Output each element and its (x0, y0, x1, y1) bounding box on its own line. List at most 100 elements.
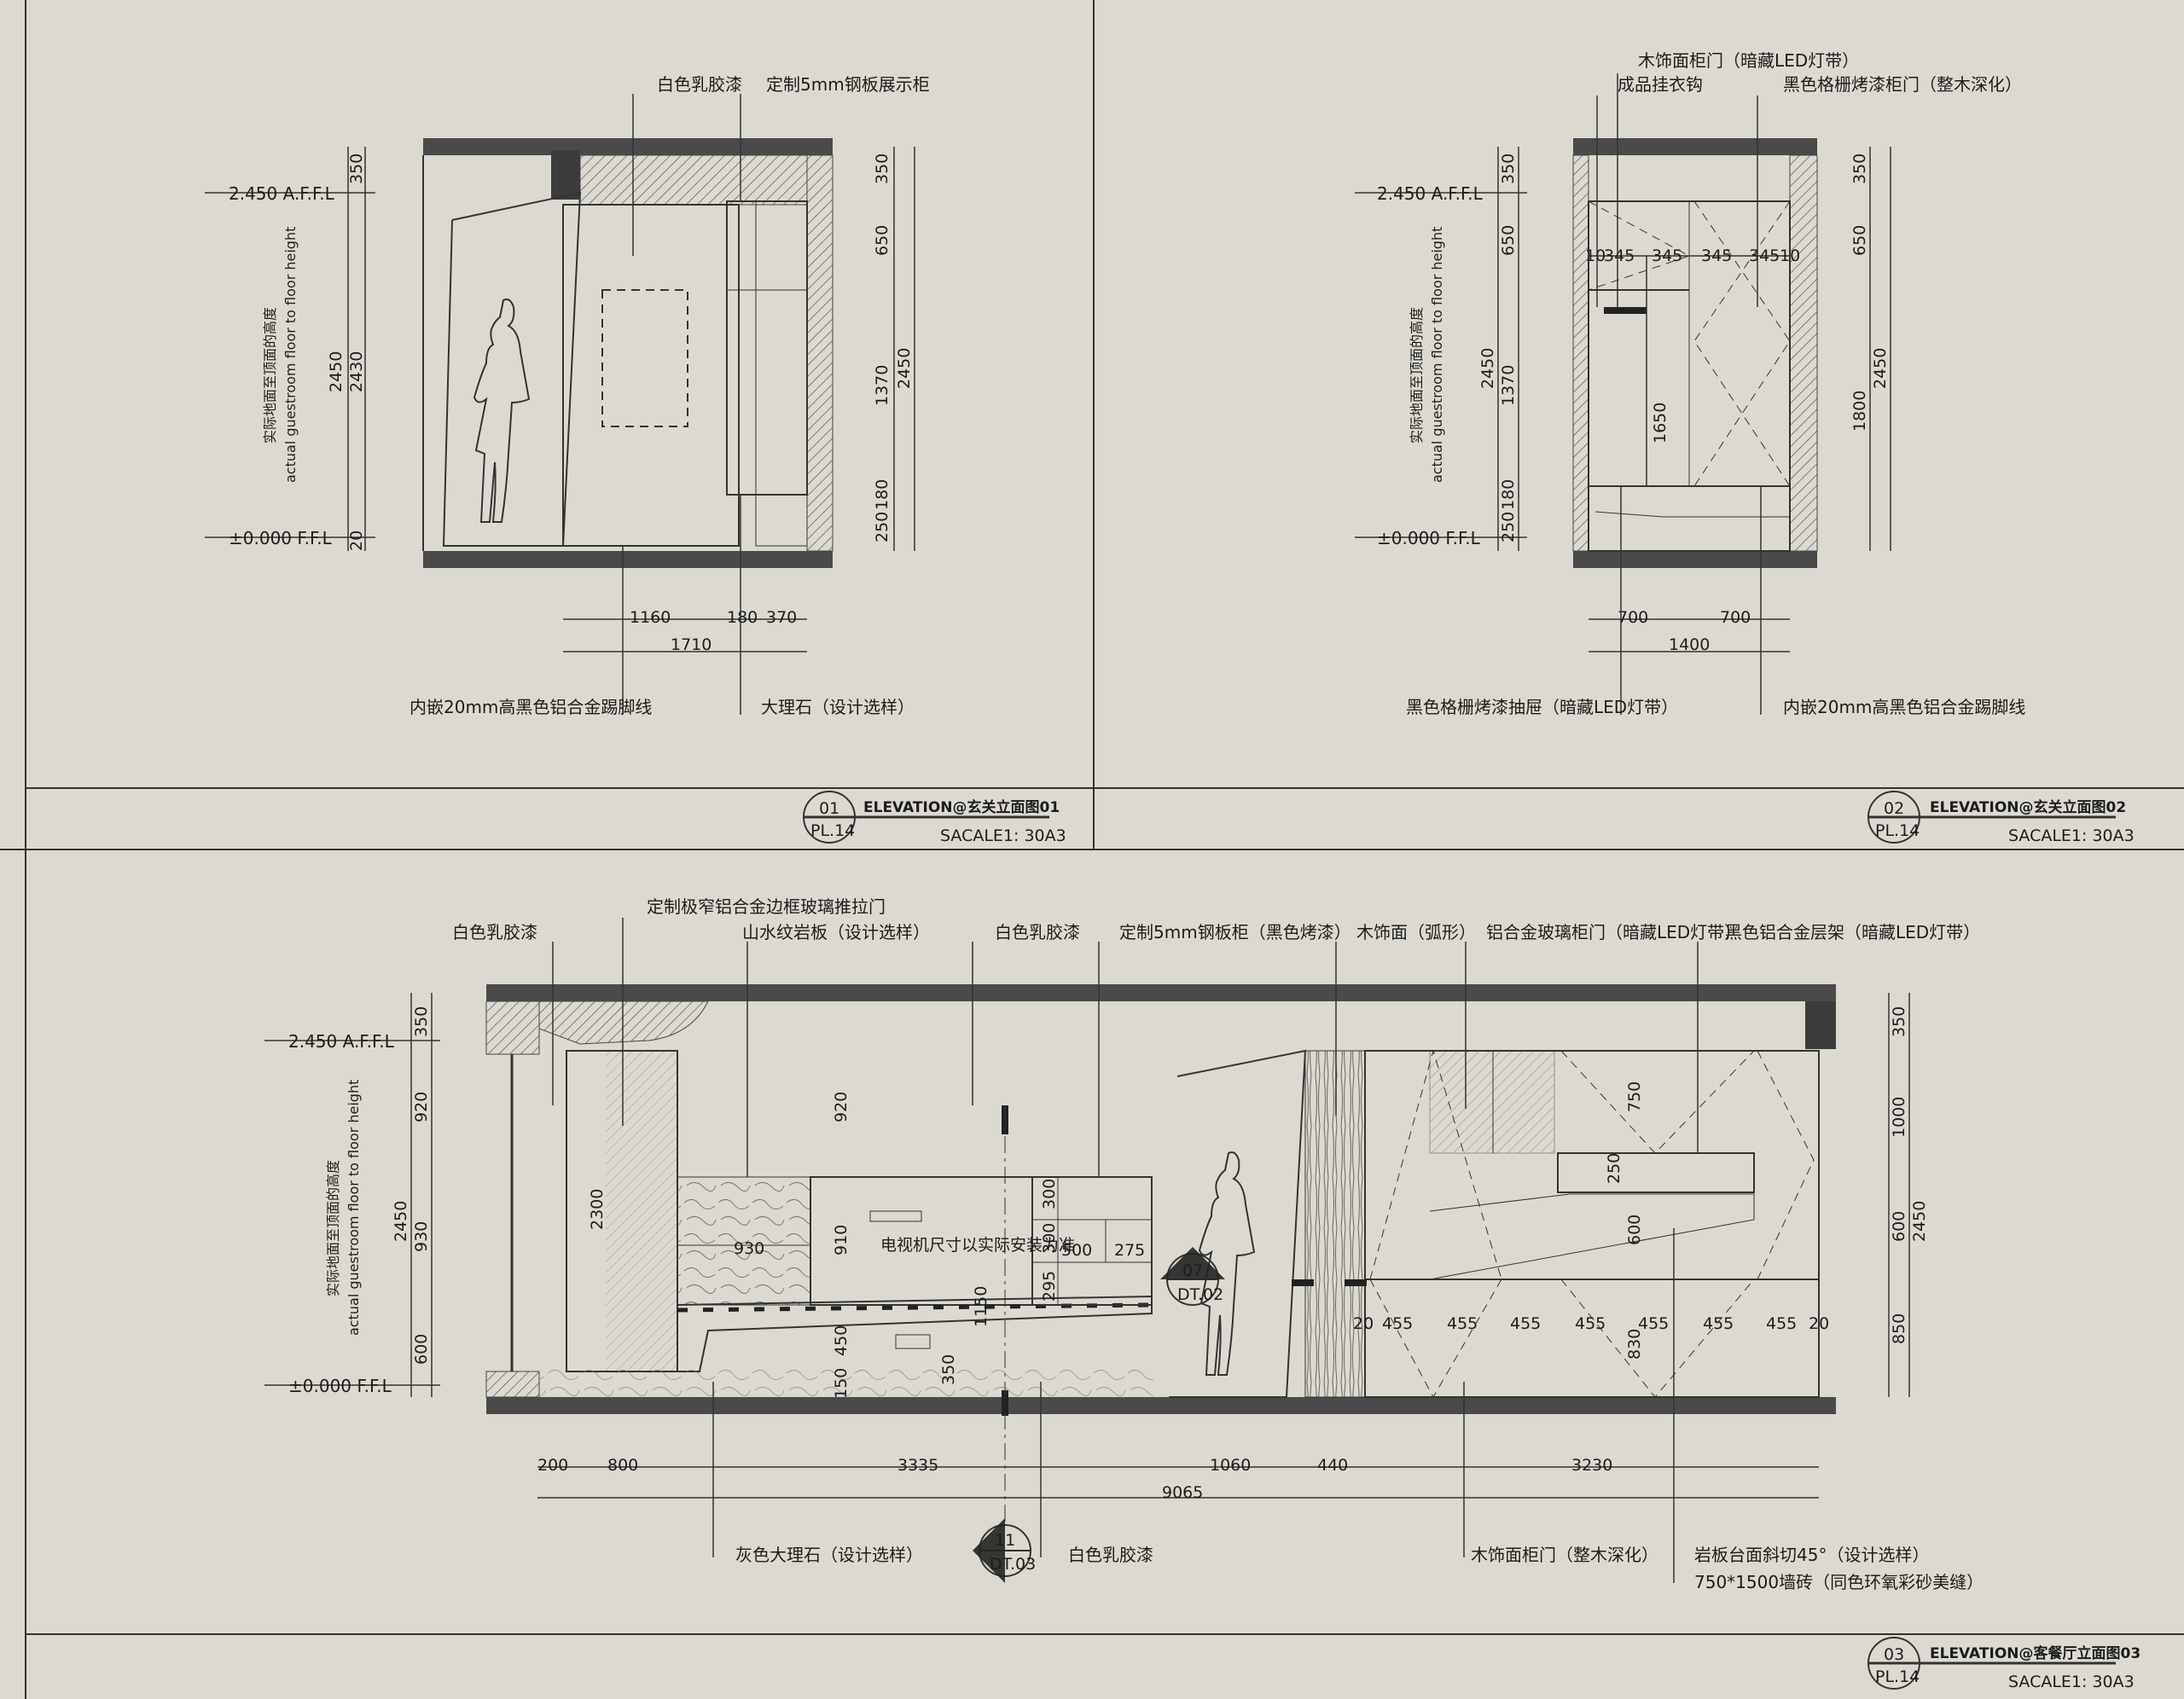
panel03-inner-dim-1: 2300 (588, 1189, 607, 1230)
panel03-bottom-dim-1: 200 (537, 1456, 568, 1475)
panel02-bottom-dim-2: 700 (1720, 608, 1751, 627)
panel02-inner-dim-6: 10 (1780, 246, 1800, 265)
panel03-vertical-note-en: actual guestroom floor to floor height (346, 1080, 362, 1336)
panel03-tv-note: 电视机尺寸以实际安装为准 (880, 1236, 1075, 1255)
panel03-left-dim-5: 2450 (392, 1201, 410, 1242)
panel-02: 2.450 A.F.F.L ±0.000 F.F.L 实际地面至顶面的高度 ac… (1355, 50, 2135, 845)
panel03-inner-dim-12: 500 (1061, 1241, 1092, 1260)
panel02-left-dim-6: 2450 (1478, 348, 1497, 389)
panel03-bottom-dim-4: 1060 (1210, 1456, 1251, 1475)
panel03-inner-dim-2: 920 (832, 1092, 851, 1122)
panel-01: 2.450 A.F.F.L ±0.000 F.F.L 实际地面至顶面的高度 ac… (205, 74, 1066, 845)
panel02-inner-dim-2: 345 (1604, 246, 1635, 265)
panel02-tag-num: 02 (1884, 799, 1904, 818)
panel02-label-top-2: 成品挂衣钩 (1618, 74, 1703, 95)
panel01-right-dim-1: 350 (873, 154, 892, 184)
panel03-inner-dim-3: 930 (734, 1239, 764, 1258)
panel03-level-top: 2.450 A.F.F.L (288, 1031, 395, 1052)
panel01-scale: SACALE1: 30A3 (940, 826, 1066, 845)
panel03-row-dim-2: 455 (1382, 1314, 1413, 1333)
panel03-label-top-8: 黑色铝合金层架（暗藏LED灯带） (1725, 922, 1980, 942)
panel01-tag-num: 01 (819, 799, 839, 818)
panel02-right-dim-3: 1800 (1850, 391, 1869, 432)
panel03-label-bottom-1: 灰色大理石（设计选样） (735, 1545, 923, 1565)
panel03-row-dim-9: 20 (1809, 1314, 1829, 1333)
panel02-left-dim-5: 250 (1499, 512, 1518, 542)
panel03-row-dim-7: 455 (1703, 1314, 1734, 1333)
panel03-row-dim-6: 455 (1638, 1314, 1669, 1333)
panel03-right-dim-2: 1000 (1890, 1097, 1908, 1138)
panel03-detail-tag-1-num: 07 (1182, 1261, 1203, 1280)
panel02-right-dim-1: 350 (1850, 154, 1869, 184)
panel02-inner-dim-4: 345 (1701, 246, 1732, 265)
panel03-title: ELEVATION@客餐厅立面图03 (1930, 1644, 2140, 1662)
panel01-level-bottom: ±0.000 F.F.L (229, 528, 333, 548)
panel03-row-dim-3: 455 (1447, 1314, 1478, 1333)
panel01-vertical-note-en: actual guestroom floor to floor height (282, 227, 299, 483)
panel01-bottom-dim-2: 180 (727, 608, 758, 627)
panel03-inner-dim-15: 250 (1605, 1153, 1623, 1184)
panel03-label-top-2: 白色乳胶漆 (452, 922, 537, 942)
panel03-inner-dim-14: 750 (1625, 1081, 1644, 1112)
panel03-inner-dim-9: 300 (1040, 1179, 1059, 1209)
panel03-label-top-6: 木饰面（弧形） (1356, 922, 1476, 942)
panel01-right-dim-6: 2450 (895, 348, 914, 389)
panel01-label-top-1: 白色乳胶漆 (657, 74, 742, 95)
panel03-detail-tag-1-ref: DT.02 (1177, 1285, 1223, 1304)
panel-03: 07 DT.02 11 DT.03 2.450 A.F.F.L ±0.000 F… (264, 896, 2140, 1691)
panel02-vertical-note-cn: 实际地面至顶面的高度 (1409, 307, 1425, 444)
panel02-label-top-3: 黑色格栅烤漆柜门（整木深化） (1783, 74, 2022, 95)
panel02-right-dim-2: 650 (1850, 225, 1869, 256)
panel02-title: ELEVATION@玄关立面图02 (1930, 798, 2126, 816)
panel01-bottom-dim-3: 370 (766, 608, 797, 627)
panel03-detail-tag-2-ref: DT.03 (990, 1555, 1036, 1574)
panel03-scale: SACALE1: 30A3 (2008, 1673, 2135, 1691)
panel03-label-bottom-2: 白色乳胶漆 (1068, 1545, 1153, 1565)
panel03-detail-tag-2-num: 11 (995, 1531, 1015, 1550)
panel03-inner-dim-5: 450 (832, 1325, 851, 1356)
panel03-inner-dim-6: 150 (832, 1368, 851, 1399)
panel02-bottom-dim-1: 700 (1618, 608, 1648, 627)
panel03-inner-dim-7: 1150 (972, 1286, 990, 1327)
panel01-right-dim-5: 250 (873, 512, 892, 542)
panel03-left-dim-4: 600 (412, 1334, 431, 1365)
panel03-left-dim-2: 920 (412, 1092, 431, 1122)
panel03-bottom-dim-7: 9065 (1162, 1483, 1203, 1502)
panel03-left-dim-3: 930 (412, 1221, 431, 1252)
panel03-tag-num: 03 (1884, 1645, 1904, 1664)
panel03-left-dim-1: 350 (412, 1006, 431, 1037)
panel03-inner-dim-8: 350 (939, 1354, 958, 1385)
panel01-label-bottom-1: 内嵌20mm高黑色铝合金踢脚线 (410, 697, 652, 717)
panel01-tag-sheet: PL.14 (810, 821, 855, 840)
panel01-left-dim-2: 2430 (347, 351, 366, 392)
panel03-row-dim-1: 20 (1353, 1314, 1374, 1333)
panel02-label-bottom-2: 内嵌20mm高黑色铝合金踢脚线 (1783, 697, 2025, 717)
panel03-right-dim-1: 350 (1890, 1006, 1908, 1037)
panel01-vertical-note-cn: 实际地面至顶面的高度 (262, 307, 278, 444)
panel01-label-top-2: 定制5mm钢板展示柜 (766, 74, 930, 95)
panel03-level-bottom: ±0.000 F.F.L (288, 1376, 392, 1396)
panel03-inner-dim-16: 600 (1625, 1215, 1644, 1245)
panel03-label-top-3: 山水纹岩板（设计选样） (742, 922, 930, 942)
panel01-level-top: 2.450 A.F.F.L (229, 183, 335, 204)
panel02-tag-sheet: PL.14 (1875, 821, 1920, 840)
panel01-bottom-dim-1: 1160 (630, 608, 671, 627)
panel02-bottom-dim-3: 1400 (1669, 635, 1710, 654)
panel02-left-dim-4: 180 (1499, 479, 1518, 510)
panel02-level-top: 2.450 A.F.F.L (1377, 183, 1484, 204)
panel03-bottom-dim-6: 3230 (1571, 1456, 1612, 1475)
panel03-right-dim-5: 2450 (1910, 1201, 1929, 1242)
panel03-right-dim-3: 600 (1890, 1211, 1908, 1242)
panel02-inner-dim-3: 345 (1652, 246, 1682, 265)
panel02-inner-dim-5: 345 (1749, 246, 1780, 265)
panel02-left-dim-3: 1370 (1499, 365, 1518, 406)
panel02-inner-dim-7: 1650 (1651, 403, 1670, 444)
panel03-inner-dim-11: 295 (1040, 1271, 1059, 1302)
panel02-label-bottom-1: 黑色格栅烤漆抽屉（暗藏LED灯带） (1406, 697, 1678, 717)
panel02-label-top-1: 木饰面柜门（暗藏LED灯带） (1638, 50, 1859, 71)
panel03-inner-dim-10: 300 (1040, 1223, 1059, 1254)
panel01-right-dim-3: 1370 (873, 365, 892, 406)
panel03-inner-dim-17: 830 (1625, 1329, 1644, 1360)
